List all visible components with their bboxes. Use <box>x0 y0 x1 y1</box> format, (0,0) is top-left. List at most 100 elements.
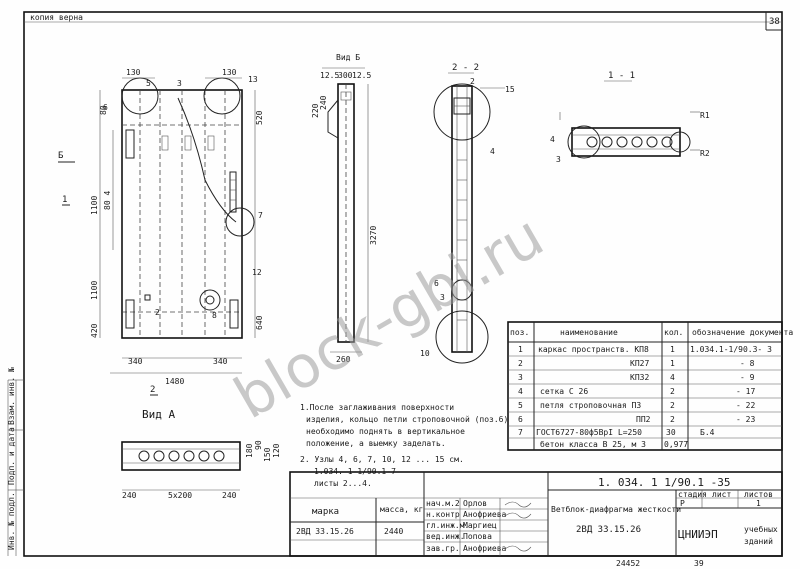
front-view-callouts: 5 3 13 6 2 7 12 8 Б 1 2 Вид А <box>58 75 263 421</box>
section-2-2-title: 2 - 2 <box>452 63 479 73</box>
spec-header-qty: кол. <box>664 328 683 337</box>
callout-6: 6 <box>103 103 108 112</box>
callout-4-11: 4 <box>550 135 555 144</box>
view-a-drawing: 240 5x200 240 180 90 150 120 <box>121 440 281 500</box>
spec-header-name: наименование <box>560 328 618 337</box>
dim-180: 180 <box>245 443 254 458</box>
note-line-7: листы 2...4. <box>314 479 372 488</box>
svg-text:нач.м.2: нач.м.2 <box>426 499 460 508</box>
note-line-2: изделия, кольцо петли строповочной (поз.… <box>306 415 508 424</box>
doc-code: 1. 034. 1 1/90.1 -35 <box>598 476 730 489</box>
svg-text:- 23: - 23 <box>736 415 755 424</box>
table-row: 4 сетка С 26 2 - 17 <box>518 387 755 396</box>
svg-text:- 17: - 17 <box>736 387 755 396</box>
inventory-number: 24452 <box>616 559 640 568</box>
svg-text:7: 7 <box>518 428 523 437</box>
callout-15: 15 <box>505 85 515 94</box>
title-block: 1. 034. 1 1/90.1 -35 марка масса, кг 2ВД… <box>289 471 783 557</box>
dim-80: 80 <box>99 105 108 115</box>
signature-row: гл.инж.м. Маргиец <box>426 521 497 530</box>
dim-340-right: 340 <box>213 357 228 366</box>
svg-text:Б.4: Б.4 <box>700 428 715 437</box>
svg-text:сетка С 26: сетка С 26 <box>540 387 588 396</box>
callout-2: 2 <box>155 308 160 317</box>
dim-3270: 3270 <box>369 226 378 245</box>
side-label-3: Инв. № подл. <box>7 492 16 550</box>
front-view-dimensions: 130 130 520 640 1100 1100 420 80 4 80 34… <box>90 68 264 386</box>
dim-120: 120 <box>272 443 281 458</box>
callout-6-22: 6 <box>434 279 439 288</box>
dim-150: 150 <box>263 447 272 462</box>
org-sub-2: зданий <box>744 537 773 546</box>
table-row: 7 ГОСТ6727-80ф5ВрI L=250 30 Б.4 <box>518 428 715 437</box>
svg-text:2: 2 <box>670 415 675 424</box>
marka-value: 2ВД 33.15.26 <box>296 527 354 536</box>
svg-text:Попова: Попова <box>463 532 492 541</box>
dim-130-left: 130 <box>126 68 141 77</box>
signature-row: нач.м.2 Орлов <box>426 499 487 508</box>
dim-1100-upper: 1100 <box>90 196 99 215</box>
svg-text:1: 1 <box>518 345 523 354</box>
dim-300: 300 <box>338 71 353 80</box>
side-label-2: Подп. и дата <box>7 427 16 485</box>
sheet-header: лист <box>712 490 731 499</box>
mass-header: масса, кг <box>380 505 423 514</box>
svg-text:Анофриева: Анофриева <box>463 510 507 519</box>
svg-text:КП32: КП32 <box>630 373 649 382</box>
org-sub-1: учебных <box>744 524 778 534</box>
dim-130-right: 130 <box>222 68 237 77</box>
spec-table: поз. наименование кол. обозначение докум… <box>507 321 793 451</box>
table-row: бетон класса В 25, м 3 0,977 <box>540 439 688 449</box>
table-row: 6 ПП2 2 - 23 <box>518 415 755 424</box>
section-mark-2: 2 <box>150 385 155 395</box>
svg-text:зав.гр.: зав.гр. <box>426 544 460 553</box>
dim-1100-lower: 1100 <box>90 281 99 300</box>
dim-220: 220 <box>311 103 320 118</box>
callout-3-11: 3 <box>556 155 561 164</box>
svg-text:Орлов: Орлов <box>463 499 487 508</box>
note-line-4: положение, а выемку заделать. <box>306 439 446 448</box>
spec-header-pos: поз. <box>510 328 529 337</box>
callout-12: 12 <box>252 268 262 277</box>
stage-value: Р <box>680 499 685 508</box>
view-b-drawing: Вид Б 12.5 300 12.5 220 240 3270 260 <box>311 53 378 364</box>
marka-header: марка <box>312 507 339 517</box>
dim-12-5-left: 12.5 <box>320 71 339 80</box>
svg-text:2: 2 <box>670 401 675 410</box>
svg-text:4: 4 <box>670 373 675 382</box>
svg-text:гл.инж.м.: гл.инж.м. <box>426 521 469 530</box>
section-mark-1: 1 <box>62 195 67 205</box>
callout-7: 7 <box>258 211 263 220</box>
callout-3-22: 3 <box>440 293 445 302</box>
dim-420: 420 <box>90 323 99 338</box>
view-a-title: Вид А <box>142 408 175 421</box>
table-row: 5 петля строповочная П3 2 - 22 <box>518 401 755 410</box>
sheets-header: листов <box>744 490 773 499</box>
note-line-1: 1.После заглаживания поверхности <box>300 403 454 412</box>
svg-text:Маргиец: Маргиец <box>463 521 497 530</box>
signature-row: зав.гр. Анофриева <box>426 544 507 553</box>
section-mark-b: Б <box>58 151 63 161</box>
svg-text:петля строповочная П3: петля строповочная П3 <box>540 401 641 410</box>
dim-12-5-right: 12.5 <box>352 71 371 80</box>
signature-row: вед.инж. Попова <box>426 532 492 541</box>
callout-3: 3 <box>177 79 182 88</box>
stage-header: стадия <box>678 490 707 499</box>
dim-640: 640 <box>255 315 264 330</box>
side-label-1: Взам. инв. № <box>7 367 16 425</box>
dim-1480: 1480 <box>165 377 184 386</box>
page-number: 39 <box>694 559 704 568</box>
callout-13: 13 <box>248 75 258 84</box>
side-stamp-strip: Взам. инв. № Подп. и дата Инв. № подл. <box>7 367 24 556</box>
table-row: 3 КП32 4 - 9 <box>518 373 755 382</box>
mass-value: 2440 <box>384 527 403 536</box>
svg-text:3: 3 <box>518 373 523 382</box>
svg-text:Анофриева: Анофриева <box>463 544 507 553</box>
dim-90: 90 <box>254 440 263 450</box>
label-r1: R1 <box>700 111 710 120</box>
svg-text:- 22: - 22 <box>736 401 755 410</box>
section-1-1-title: 1 - 1 <box>608 71 635 81</box>
callout-2-22: 2 <box>470 77 475 86</box>
svg-text:ГОСТ6727-80ф5ВрI L=250: ГОСТ6727-80ф5ВрI L=250 <box>536 428 642 437</box>
